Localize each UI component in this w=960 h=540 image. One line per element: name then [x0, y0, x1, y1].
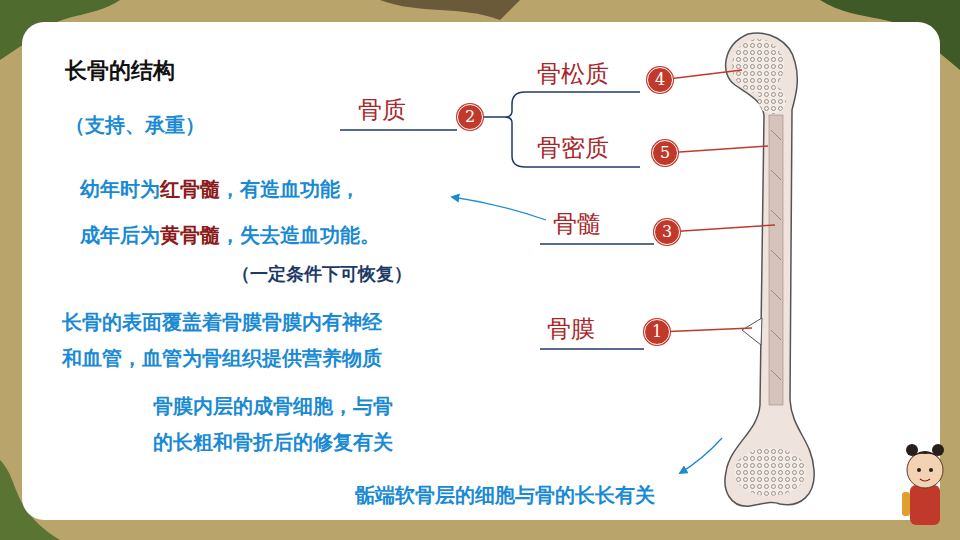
callout-number: 5 [652, 140, 678, 166]
underline [525, 166, 640, 168]
callout-number: 3 [654, 219, 680, 245]
underline [525, 91, 640, 93]
long-bone [725, 33, 814, 506]
callout-number: 4 [647, 67, 673, 93]
part-name: 骨质 [358, 94, 406, 126]
spongy-bone [734, 448, 806, 496]
branch [380, 0, 520, 20]
underline [540, 243, 654, 245]
highlight-term: 黄骨髓 [160, 223, 220, 247]
callout-number: 1 [644, 319, 670, 345]
callout-number-text: 1 [652, 324, 662, 340]
leader-line [667, 225, 775, 232]
leader-line [665, 146, 768, 153]
spongy-bone [758, 86, 786, 114]
underline [340, 129, 457, 131]
highlight-term: 红骨髓 [160, 177, 220, 201]
description-text: ，失去造血功能。 [220, 223, 380, 247]
cartoon-character [902, 444, 944, 525]
pointer-arrow [680, 438, 722, 473]
leader-line [657, 328, 752, 332]
callout-number-text: 4 [655, 72, 665, 88]
note-text: （一定条件下可恢复） [232, 262, 412, 286]
description-text: 骨膜内层的成骨细胞，与骨 的长粗和骨折后的修复有关 [153, 388, 403, 460]
part-name: 骨髓 [553, 208, 601, 240]
pointer-arrow [452, 197, 546, 220]
periosteum-flap [742, 318, 762, 345]
marrow-texture [771, 130, 781, 380]
part-name: 骨膜 [547, 313, 595, 345]
underline [540, 348, 644, 350]
title: 长骨的结构 [65, 56, 175, 86]
description-text: 长骨的表面覆盖着骨膜骨膜内有神经 和血管，血管为骨组织提供营养物质 [62, 304, 398, 376]
spongy-bone [732, 39, 784, 93]
content-panel [22, 22, 940, 520]
description-text: 骺端软骨层的细胞与骨的长长有关 [355, 482, 655, 509]
description-text: 幼年时为 [80, 177, 160, 201]
function-note: （支持、承重） [65, 112, 205, 139]
callout-number: 2 [457, 104, 483, 130]
text-line: 成年后为黄骨髓，失去造血功能。 [80, 222, 380, 249]
marrow-cavity [769, 115, 783, 405]
text-line: 幼年时为红骨髓，有造血功能， [80, 176, 360, 203]
callout-number-text: 3 [662, 224, 672, 240]
description-text: ，有造血功能， [220, 177, 360, 201]
description-text: 成年后为 [80, 223, 160, 247]
callout-number-text: 2 [465, 109, 475, 125]
bracket [483, 92, 525, 167]
callout-number-text: 5 [660, 145, 670, 161]
part-name: 骨松质 [537, 58, 609, 90]
part-name: 骨密质 [537, 132, 609, 164]
